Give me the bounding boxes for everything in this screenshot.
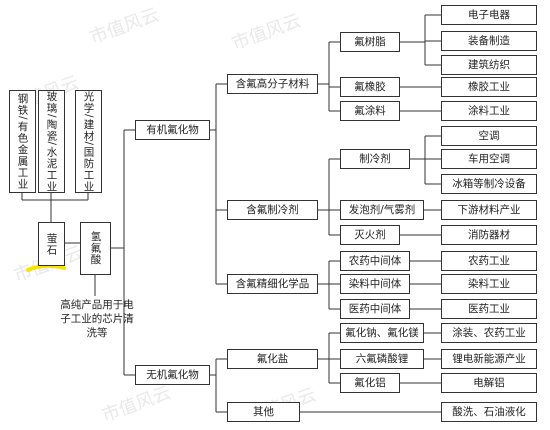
fluorite-box: 萤石 [38,222,65,266]
app-lithium-battery: 锂电新能源产业 [441,349,537,369]
inorganic-fluoride: 无机氟化物 [135,365,210,385]
pesticide-intermediate: 农药中间体 [340,251,410,271]
fire-extinguishing-agent: 灭火剂 [340,225,400,245]
fluororubber: 氟橡胶 [340,77,400,97]
fluorine-fine-chemicals: 含氟精细化学品 [227,274,318,294]
app-rubber-industry: 橡胶工业 [441,77,537,97]
fluorine-refrigerant: 含氟制冷剂 [227,200,318,220]
app-pesticide-industry: 农药工业 [441,251,537,271]
app-textile: 建筑纺织 [441,55,537,75]
sodium-magnesium-fluoride: 氟化钠、氟化镁 [340,323,424,343]
app-pharma-industry: 医药工业 [441,299,537,319]
app-downstream-materials: 下游材料产业 [441,200,537,220]
dye-intermediate: 染料中间体 [340,274,410,294]
app-electrolytic-aluminum: 电解铝 [441,373,537,393]
app-fire-equipment: 消防器材 [441,225,537,245]
app-air-conditioner: 空调 [441,126,537,146]
app-electronics: 电子电器 [441,5,537,25]
app-pickling-oil: 酸洗、石油液化 [441,402,537,422]
app-fridge: 冰箱等制冷设备 [441,174,537,194]
fluororesin: 氟树脂 [340,32,400,52]
pharma-intermediate: 医药中间体 [340,299,410,319]
industry-glass-ceramics: 玻璃/陶瓷/水泥工业 [38,90,65,193]
app-car-ac: 车用空调 [441,149,537,169]
hydrofluoric-acid-box: 氢氟酸 [80,222,111,275]
industry-steel-metals: 钢铁/有色金属工业 [9,90,36,193]
fluoride-salt: 氟化盐 [227,349,318,369]
app-dye-industry: 染料工业 [441,274,537,294]
app-coating-industry: 涂料工业 [441,101,537,121]
organic-fluoride: 有机氟化物 [135,120,210,140]
lithium-hexafluorophosphate: 六氟磷酸锂 [340,349,424,369]
industry-optics-defense: 光学/建材/国防工业 [75,90,102,193]
fluoropolymer: 含氟高分子材料 [227,74,318,94]
other: 其他 [227,402,300,422]
app-coating-pesticide: 涂装、农药工业 [441,323,537,343]
fluoro-coating: 氟涂料 [340,101,400,121]
foaming-aerosol-agent: 发泡剂/气雾剂 [340,200,424,220]
app-equipment: 装备制造 [441,31,537,51]
refrigerant-agent: 制冷剂 [340,149,410,169]
aluminum-fluoride: 氟化铝 [340,373,400,393]
hf-note: 高纯产品用于电子工业的芯片清洗等 [60,299,134,340]
